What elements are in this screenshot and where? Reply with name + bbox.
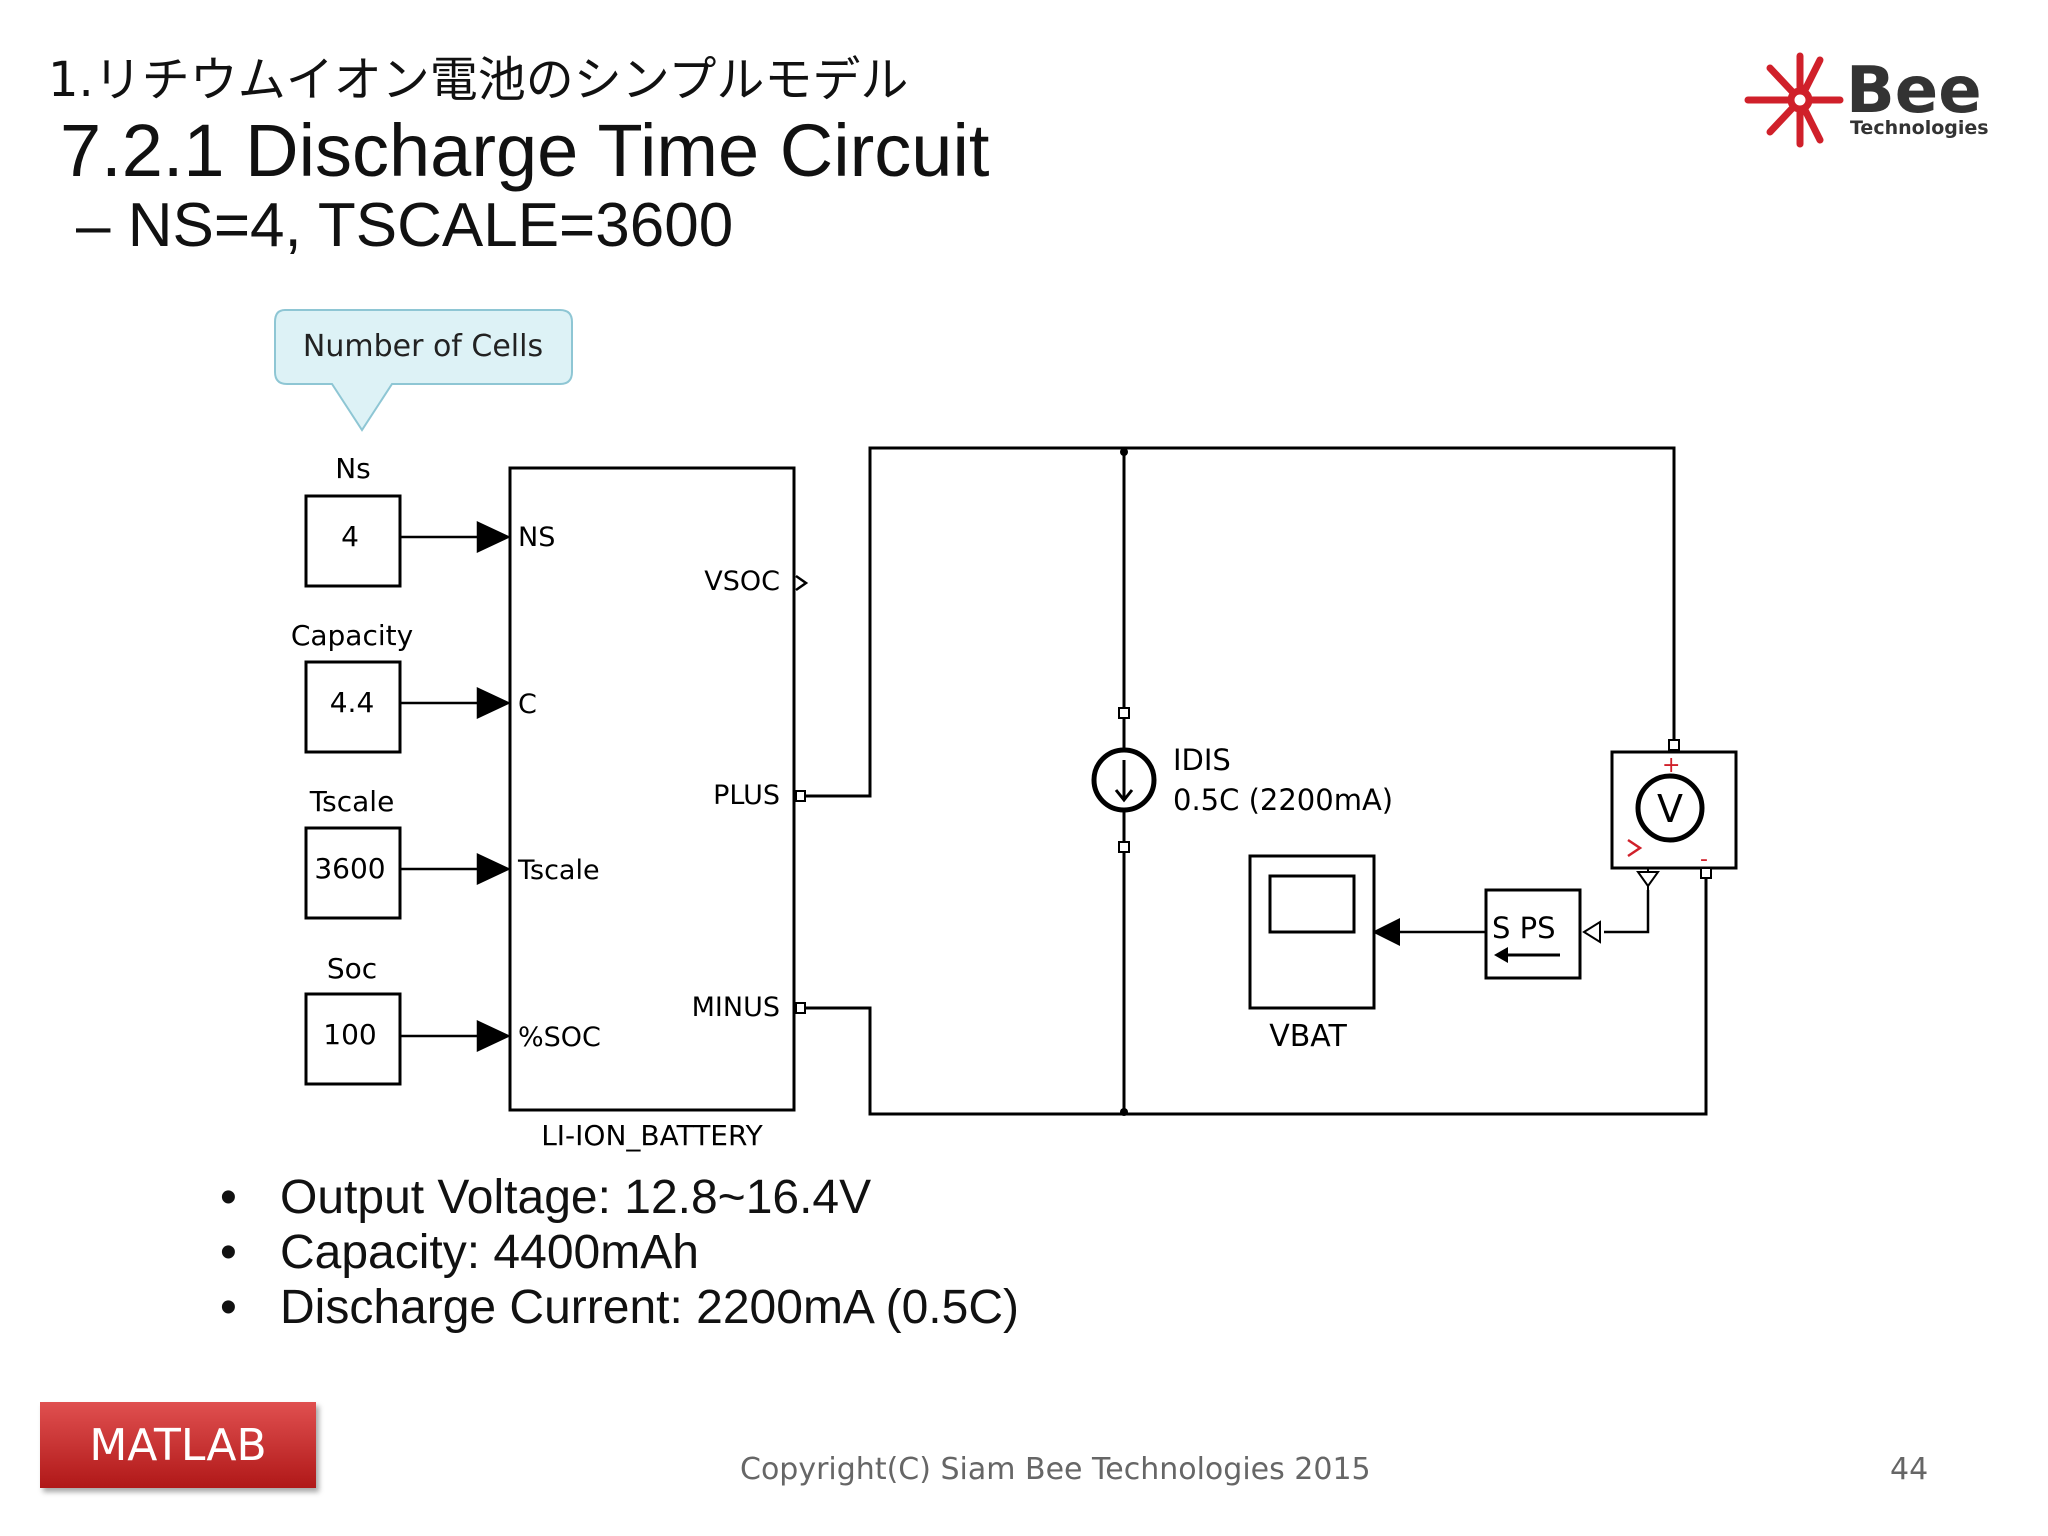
bullet-list: •Output Voltage: 12.8~16.4V •Capacity: 4…	[220, 1170, 1019, 1335]
bee-logo-mark-icon	[1744, 52, 1844, 148]
battery-name: LI-ION_BATTERY	[541, 1119, 763, 1152]
constant-block[interactable]	[304, 992, 402, 1086]
signal-lines	[400, 521, 511, 1052]
slide-title: 7.2.1 Discharge Time Circuit	[60, 109, 990, 192]
logo-subtitle: Technologies	[1850, 117, 1989, 139]
constant-label: Ns	[335, 452, 371, 485]
constant-label: Tscale	[309, 785, 395, 818]
constant-label: Soc	[327, 952, 377, 985]
voltage-sensor-block[interactable]: V + -	[1610, 739, 1738, 890]
constant-block[interactable]	[304, 660, 402, 754]
copyright-text: Copyright(C) Siam Bee Technologies 2015	[740, 1452, 1371, 1487]
arrow-icon	[476, 687, 511, 719]
section-heading: 1.リチウムイオン電池のシンプルモデル	[48, 52, 909, 108]
svg-text:+: +	[1662, 753, 1680, 778]
constant-value: 100	[323, 1018, 376, 1051]
bullet-item: •Capacity: 4400mAh	[220, 1226, 699, 1279]
constant-block[interactable]	[304, 494, 402, 588]
s-ps-converter-block[interactable]: S PS	[1484, 888, 1601, 980]
svg-text:-: -	[1700, 847, 1708, 872]
logo-name: Bee	[1846, 54, 1982, 128]
li-ion-battery-block[interactable]: NS C Tscale %SOC VSOC PLUS MINUS LI-ION_…	[508, 466, 796, 1152]
bullet-text: Output Voltage: 12.8~16.4V	[280, 1171, 872, 1224]
converter-label: S PS	[1492, 911, 1556, 945]
arrow-down-icon	[1114, 789, 1134, 803]
vsoc-port-icon	[795, 574, 809, 592]
plus-port-icon	[795, 790, 806, 802]
battery-input-c: C	[518, 689, 537, 720]
battery-input-ns: NS	[518, 522, 555, 553]
bee-logo: Bee Technologies	[1744, 52, 1989, 148]
voltmeter-symbol: V	[1657, 787, 1683, 831]
constant-soc: Soc 100	[304, 952, 402, 1086]
number-of-cells-callout: Number of Cells	[274, 309, 573, 432]
arrow-left-icon	[1372, 918, 1400, 946]
page-number: 44	[1890, 1452, 1929, 1487]
current-source-idis[interactable]: IDIS 0.5C (2200mA)	[1091, 707, 1393, 853]
constant-value: 4.4	[330, 686, 375, 719]
circuit-wires	[805, 446, 1708, 1116]
constant-ns: Ns 4	[304, 452, 402, 588]
matlab-badge: MATLAB	[40, 1402, 316, 1488]
bullet-text: Capacity: 4400mAh	[280, 1226, 699, 1279]
constant-tscale: Tscale 3600	[304, 785, 402, 920]
battery-output-vsoc: VSOC	[704, 566, 780, 597]
callout-text: Number of Cells	[303, 329, 543, 364]
arrow-icon	[476, 521, 511, 553]
slide-subtitle: – NS=4, TSCALE=3600	[76, 191, 734, 260]
battery-output-plus: PLUS	[713, 780, 780, 811]
constant-value: 3600	[314, 852, 385, 885]
battery-input-soc: %SOC	[518, 1022, 601, 1053]
bullet-item: •Output Voltage: 12.8~16.4V	[220, 1171, 872, 1224]
current-source-value: 0.5C (2200mA)	[1173, 783, 1393, 817]
constant-value: 4	[341, 520, 359, 553]
current-source-name: IDIS	[1173, 743, 1231, 777]
arrow-left-icon	[1494, 947, 1508, 963]
scope-vbat-block[interactable]: VBAT	[1248, 854, 1376, 1054]
constant-label: Capacity	[291, 619, 413, 652]
bullet-text: Discharge Current: 2200mA (0.5C)	[280, 1281, 1019, 1334]
arrow-icon	[476, 1020, 511, 1052]
minus-port-icon	[795, 1002, 806, 1014]
constant-capacity: Capacity 4.4	[291, 619, 413, 754]
arrow-icon	[476, 853, 511, 885]
battery-output-minus: MINUS	[692, 992, 780, 1023]
constant-block[interactable]	[304, 826, 402, 920]
battery-input-tscale: Tscale	[517, 855, 600, 886]
bullet-item: •Discharge Current: 2200mA (0.5C)	[220, 1281, 1019, 1334]
scope-screen-icon	[1268, 874, 1356, 934]
scope-name: VBAT	[1269, 1019, 1347, 1054]
voltmeter-icon	[1635, 773, 1705, 843]
